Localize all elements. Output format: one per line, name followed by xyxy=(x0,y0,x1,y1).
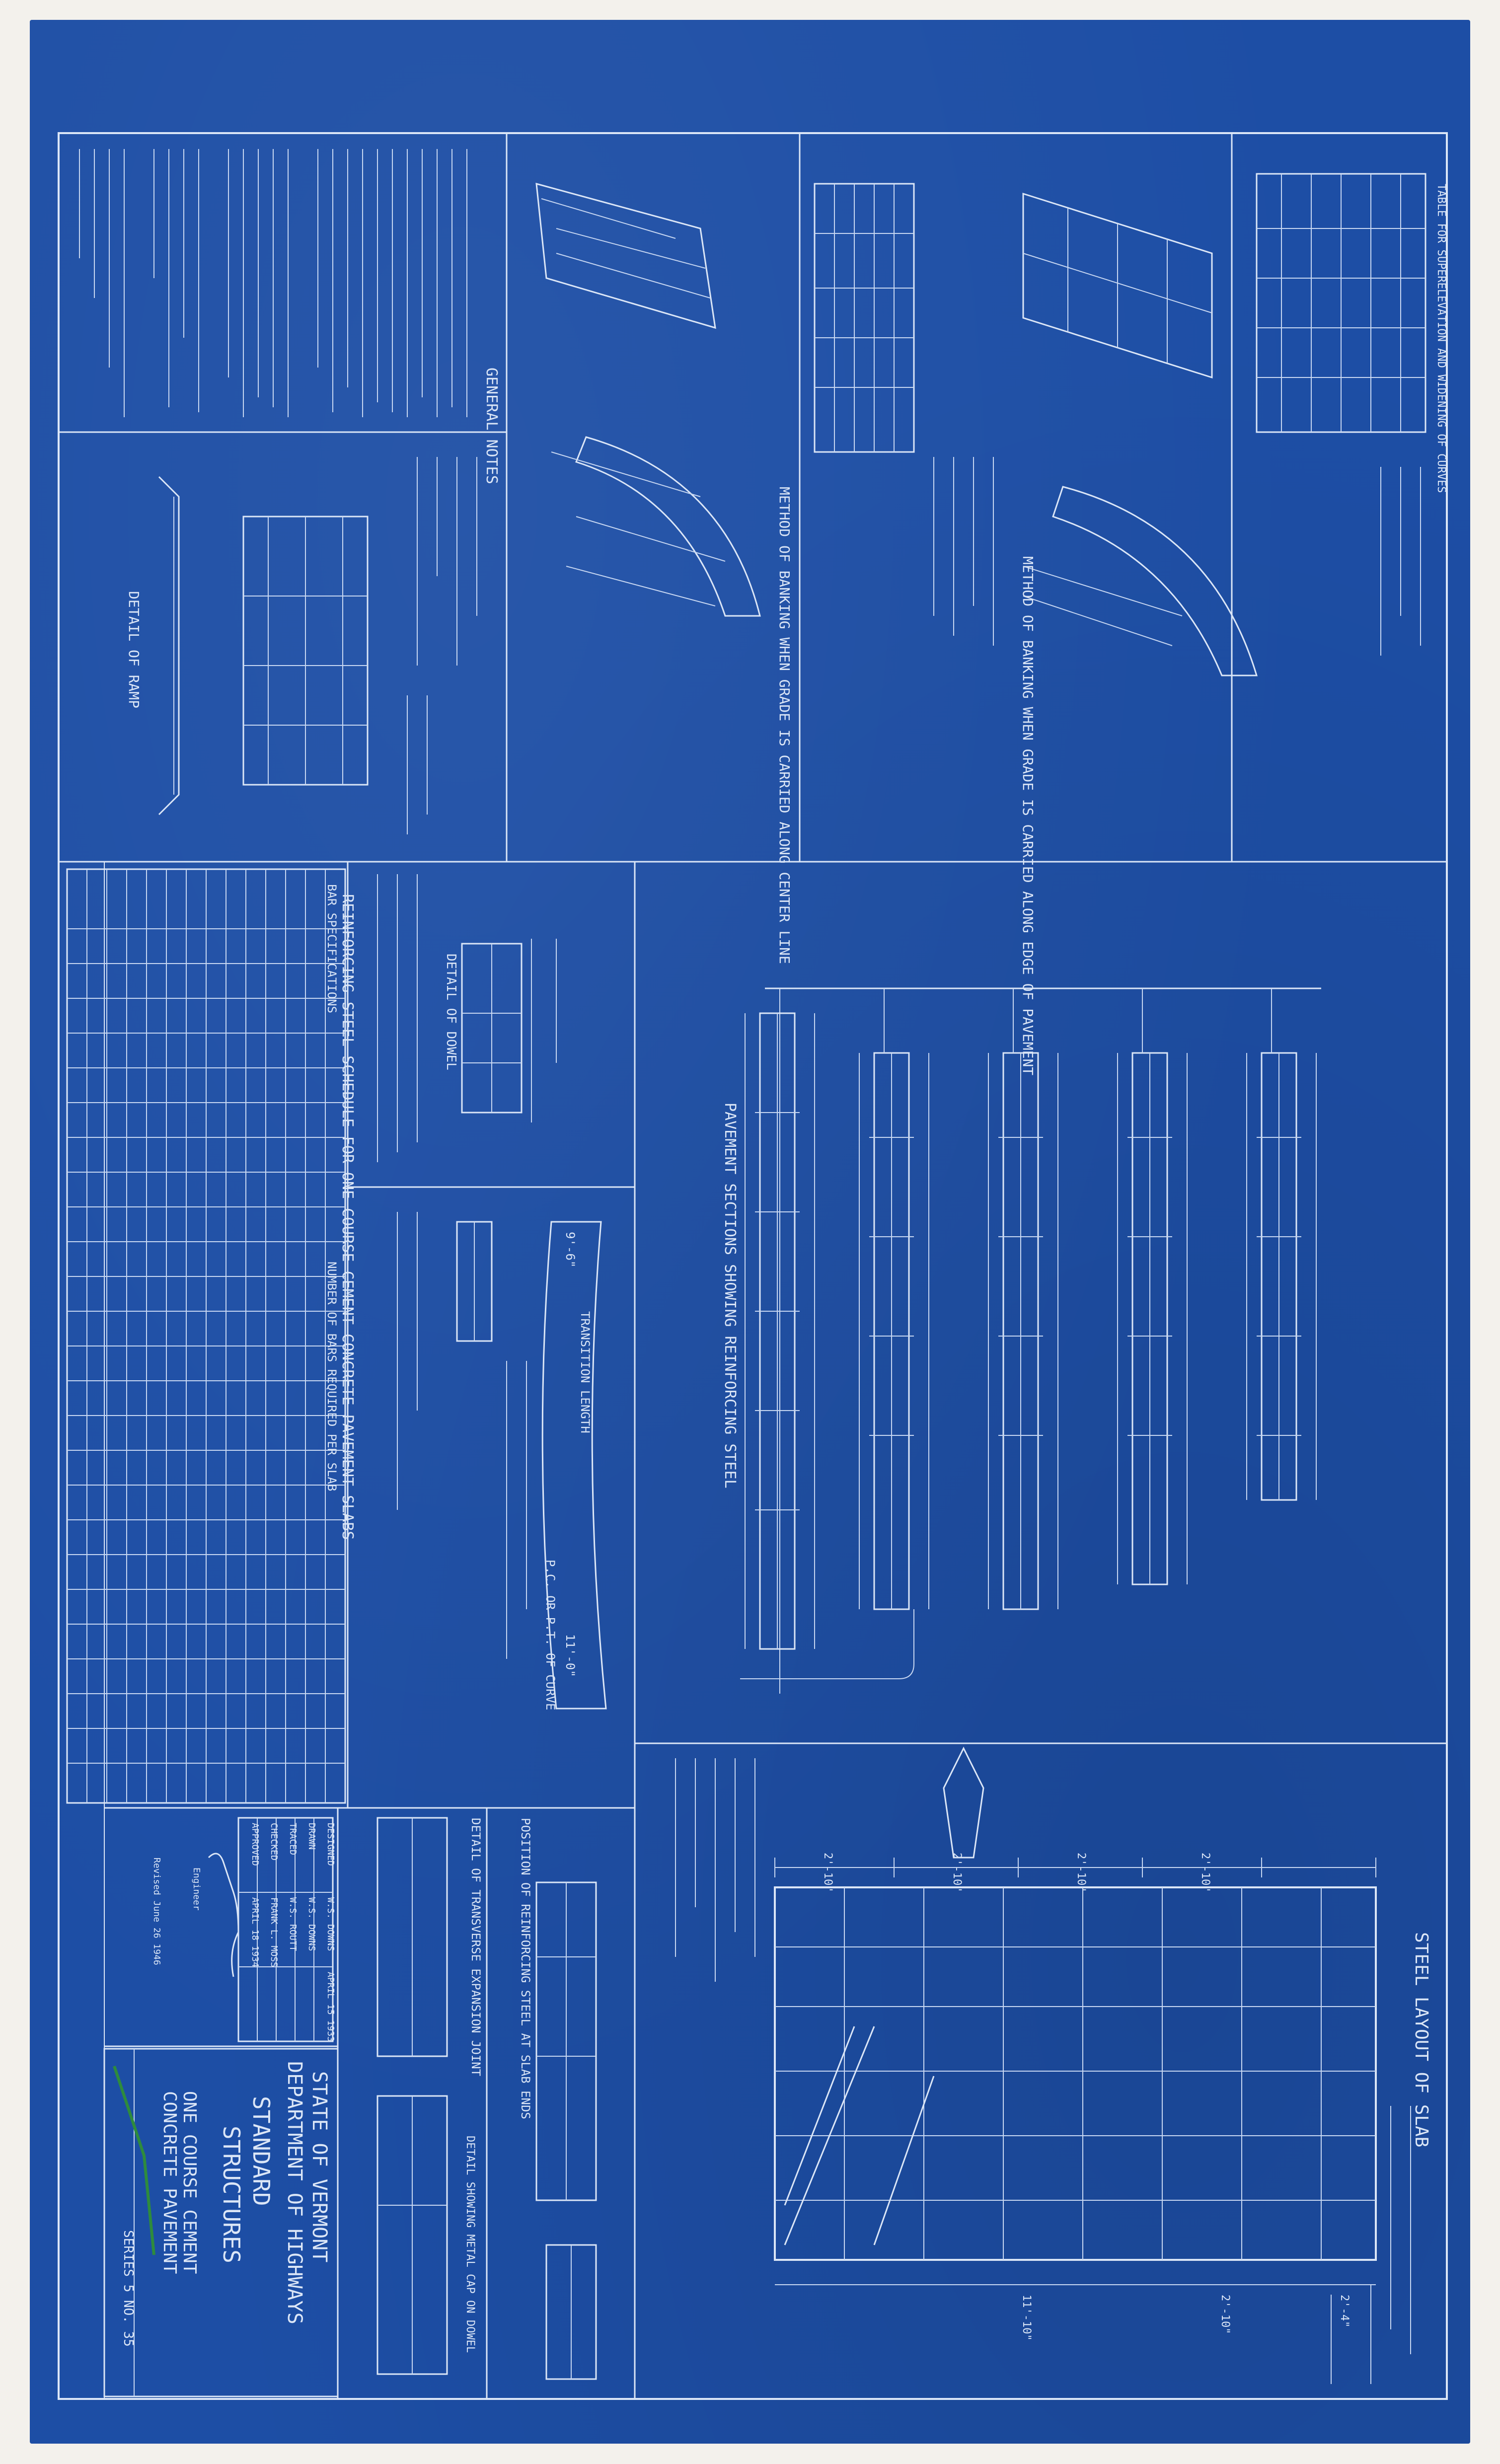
title-block: STATE OF VERMONT DEPARTMENT OF HIGHWAYS … xyxy=(103,2048,339,2397)
schedule-subtitle: BAR SPECIFICATIONS xyxy=(325,884,339,1013)
signoff-role-4: CHECKED xyxy=(269,1823,279,1861)
transition-width-a: 11'-0" xyxy=(563,1634,577,1677)
expansion-joint-panel: POSITION OF REINFORCING STEEL AT SLAB EN… xyxy=(376,1817,597,2380)
blueprint-sheet: GENERAL NOTES DETAIL OF RAMP xyxy=(30,20,1470,2444)
slab-dim-4: 2'-10" xyxy=(1199,1853,1211,1892)
title-structures: STRUCTURES xyxy=(218,2126,245,2263)
slab-dim-total: 11'-10" xyxy=(1020,2295,1033,2341)
detail-of-ramp-title: DETAIL OF RAMP xyxy=(126,591,142,708)
superelevation-table-title: TABLE FOR SUPERELEVATION AND WIDENING OF… xyxy=(1435,184,1447,493)
transition-width-b: 9'-6" xyxy=(563,1232,577,1268)
steel-layout-panel: 2'-10" 2'-10" 2'-10" 2'-10" 2'-10" 2'-4"… xyxy=(675,1746,1431,2384)
green-check-mark xyxy=(113,2066,155,2255)
sheet-number: SERIES 5 NO. 35 xyxy=(121,2230,136,2347)
slab-dim-6: 2'-4" xyxy=(1338,2295,1350,2327)
transition-panel: TRANSITION LENGTH P.C. OR P.T. OF CURVE … xyxy=(397,1212,607,1710)
steel-schedule-table: REINFORCING STEEL SCHEDULE FOR ONE COURS… xyxy=(66,868,356,1804)
schedule-title: REINFORCING STEEL SCHEDULE FOR ONE COURS… xyxy=(339,894,356,1540)
signoff-name-2: W.S. DOWNS xyxy=(306,1897,317,1951)
transition-curve-label: P.C. OR P.T. OF CURVE xyxy=(543,1560,557,1710)
signoff-table: DESIGNED W.S. DOWNS APRIL 15 1933 DRAWN … xyxy=(151,1817,336,2042)
signoff-role-1: DESIGNED xyxy=(325,1823,336,1866)
engineer-signature xyxy=(208,1853,239,1977)
general-notes-title: GENERAL NOTES xyxy=(483,368,500,484)
expansion-joint-title: DETAIL OF TRANSVERSE EXPANSION JOINT xyxy=(469,1818,483,2076)
banking-edge-title: METHOD OF BANKING WHEN GRADE IS CARRIED … xyxy=(1020,556,1036,1075)
schedule-header: NUMBER OF BARS REQUIRED PER SLAB xyxy=(325,1262,339,1491)
signoff-date-5: APRIL 18 1934 xyxy=(250,1897,260,1967)
title-state: STATE OF VERMONT xyxy=(308,2071,331,2262)
pavement-sections-panel: PAVEMENT SECTIONS SHOWING REINFORCING ST… xyxy=(721,987,1321,1694)
signature-caption: Engineer xyxy=(191,1867,202,1911)
banking-edge-panel: METHOD OF BANKING WHEN GRADE IS CARRIED … xyxy=(1020,192,1258,1075)
general-notes-panel: GENERAL NOTES xyxy=(79,149,500,484)
title-subtitle-2: CONCRETE PAVEMENT xyxy=(159,2091,180,2274)
slab-dim-5: 2'-10" xyxy=(1219,2295,1231,2334)
slab-dim-1: 2'-10" xyxy=(822,1853,834,1892)
section-ticks xyxy=(755,1112,1301,1510)
signoff-name-3: W.S. ROUTT xyxy=(288,1897,298,1951)
detail-of-dowel-panel: DETAIL OF DOWEL xyxy=(377,874,557,1162)
signoff-name-1: W.S. DOWNS xyxy=(325,1897,336,1951)
superelevation-table-left xyxy=(814,183,994,646)
title-subtitle-1: ONE COURSE CEMENT xyxy=(179,2091,200,2274)
slab-outline xyxy=(774,1886,1377,2261)
sheet-border xyxy=(58,132,1448,2400)
transition-label: TRANSITION LENGTH xyxy=(578,1311,592,1433)
pavement-sections-title: PAVEMENT SECTIONS SHOWING REINFORCING ST… xyxy=(721,1103,739,1489)
signoff-role-3: TRACED xyxy=(288,1823,298,1855)
superelevation-table: TABLE FOR SUPERELEVATION AND WIDENING OF… xyxy=(1256,173,1447,656)
signoff-role-5: APPROVED xyxy=(250,1823,260,1866)
notes-text-lines xyxy=(79,149,467,417)
banking-center-title: METHOD OF BANKING WHEN GRADE IS CARRIED … xyxy=(776,487,793,964)
signoff-name-4: FRANK L. MOSS xyxy=(269,1897,279,1967)
blueprint-drawing: GENERAL NOTES DETAIL OF RAMP xyxy=(58,132,1448,2400)
reinforcing-ends-title: POSITION OF REINFORCING STEEL AT SLAB EN… xyxy=(519,1818,532,2119)
dowel-cap-title: DETAIL SHOWING METAL CAP ON DOWEL xyxy=(464,2136,476,2353)
signoff-date-1: APRIL 15 1933 xyxy=(325,1972,336,2042)
revision-note: Revised June 26 1946 xyxy=(151,1858,162,1965)
steel-layout-title: STEEL LAYOUT OF SLAB xyxy=(1411,1932,1431,2147)
slab-dim-2: 2'-10" xyxy=(951,1853,963,1892)
title-department: DEPARTMENT OF HIGHWAYS xyxy=(283,2061,306,2324)
title-standard: STANDARD xyxy=(248,2096,275,2206)
banking-center-panel: METHOD OF BANKING WHEN GRADE IS CARRIED … xyxy=(535,182,793,964)
panel-dividers xyxy=(58,133,1447,2399)
detail-of-ramp-panel: DETAIL OF RAMP xyxy=(126,457,477,834)
slab-dim-3: 2'-10" xyxy=(1075,1853,1087,1892)
signoff-role-2: DRAWN xyxy=(306,1823,317,1850)
detail-of-dowel-title: DETAIL OF DOWEL xyxy=(444,954,458,1070)
